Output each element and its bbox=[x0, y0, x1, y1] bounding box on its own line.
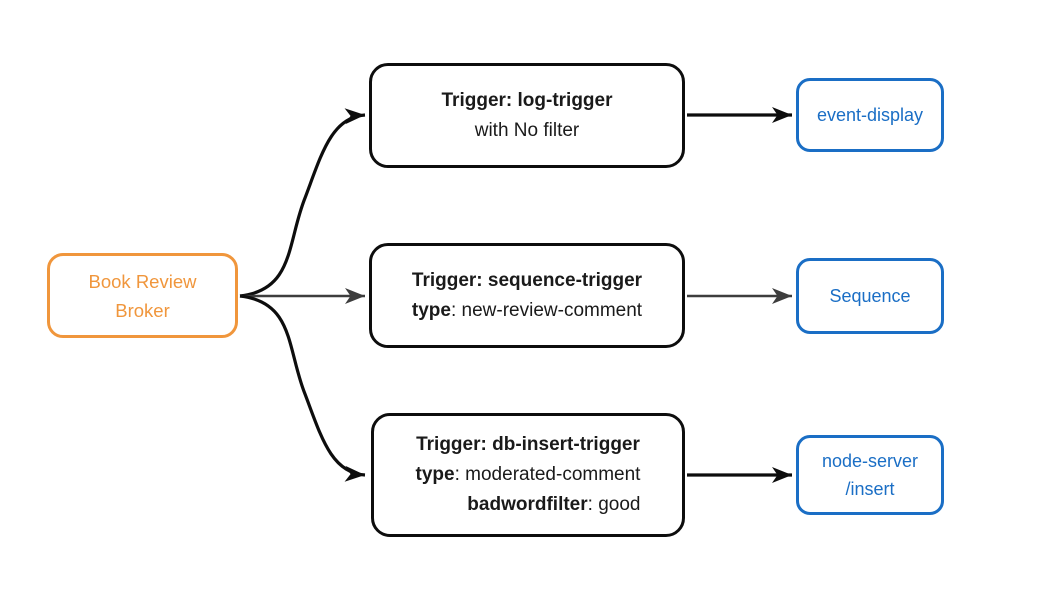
sink-node-server-line1: node-server bbox=[821, 451, 919, 471]
sink-node-event-display: event-display bbox=[796, 78, 944, 152]
trigger-db-insert-type-line: type: moderated-comment bbox=[416, 460, 641, 490]
trigger-db-insert-type-value: : moderated-comment bbox=[454, 464, 641, 485]
trigger-sequence-type-value: : new-review-comment bbox=[450, 299, 643, 321]
trigger-db-insert-filter-value: : good bbox=[587, 494, 641, 515]
edge-broker-to-log-trigger bbox=[239, 108, 366, 298]
trigger-db-insert-type-key: type bbox=[415, 464, 455, 485]
trigger-log-subtitle: with No filter bbox=[474, 119, 580, 141]
trigger-sequence-type-key: type bbox=[411, 299, 451, 321]
sink-node-node-server: node-server /insert bbox=[796, 435, 944, 515]
broker-label-line2: Broker bbox=[115, 299, 170, 321]
trigger-sequence-title: Trigger: sequence-trigger bbox=[411, 269, 643, 291]
sink-node-sequence: Sequence bbox=[796, 258, 944, 334]
sink-sequence-label: Sequence bbox=[829, 286, 911, 306]
trigger-sequence-type-line: type: new-review-comment bbox=[412, 296, 642, 326]
trigger-node-log: Trigger: log-trigger with No filter bbox=[369, 63, 685, 168]
sink-event-display-label: event-display bbox=[816, 105, 924, 125]
trigger-node-db-insert: Trigger: db-insert-trigger type: moderat… bbox=[371, 413, 685, 537]
edge-broker-to-db-insert-trigger bbox=[239, 294, 366, 482]
sink-node-server-line2: /insert bbox=[845, 479, 895, 499]
trigger-db-insert-title: Trigger: db-insert-trigger bbox=[416, 434, 640, 455]
broker-label-line1: Book Review bbox=[88, 270, 197, 292]
trigger-node-sequence: Trigger: sequence-trigger type: new-revi… bbox=[369, 243, 685, 348]
trigger-db-insert-filter-key: badwordfilter bbox=[467, 494, 588, 515]
broker-node: Book Review Broker bbox=[47, 253, 238, 338]
trigger-log-title: Trigger: log-trigger bbox=[441, 89, 613, 111]
trigger-db-insert-filter-line: badwordfilter: good bbox=[416, 490, 641, 520]
